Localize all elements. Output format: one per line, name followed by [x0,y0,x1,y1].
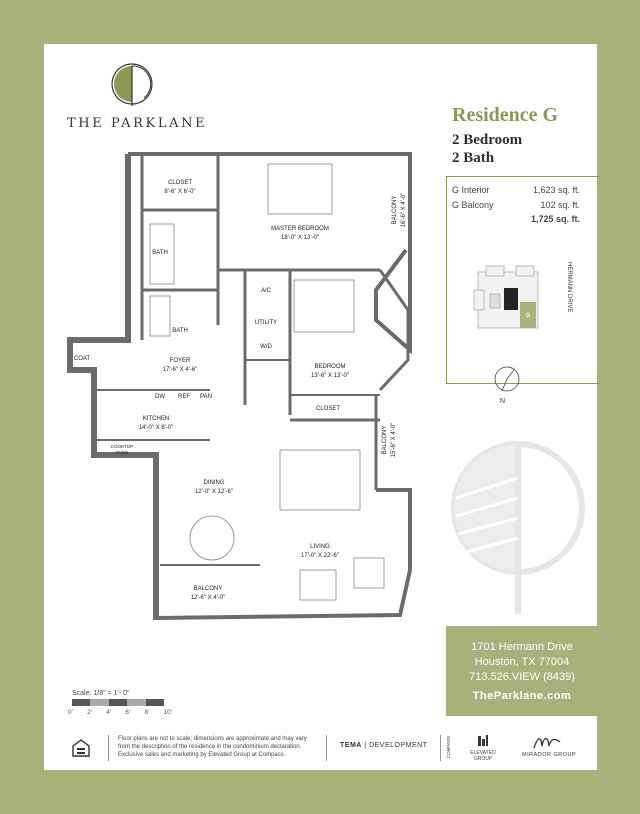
bedroom-dims: 13'-6" X 13'-0" [311,373,349,379]
scale-tick: 10' [163,709,172,716]
footer-divider [326,735,327,761]
scale-tick: 2' [87,709,92,716]
coat-label: COAT [74,356,91,362]
wd-label: W/D [260,344,272,350]
spec-total: 1,725 sq. ft. [452,214,580,224]
scale-tick: 4' [106,709,112,716]
spec-row-balcony: G Balcony 102 sq. ft. [452,200,580,210]
footer-divider [108,735,109,761]
scale-tick: 8' [144,709,150,716]
balcony-mid-dims: 15'-6" X 4'-0" [391,423,397,458]
disclaimer-text: Floor plans are not to scale; dimensions… [118,736,307,750]
north-arrow-icon [494,366,520,392]
residence-baths: 2 Bath [452,150,495,166]
spec-total-value: 1,725 sq. ft. [530,214,580,224]
marketing-text: Exclusive sales and marketing by Elevate… [118,752,286,758]
balcony-bottom-label: BALCONY [194,586,223,592]
compass-logo: COMPASS [446,736,451,759]
balcony-mid-label: BALCONY [382,426,388,455]
living-dims: 17'-0" X 22'-6" [301,553,339,559]
master-bedroom-label: MASTER BEDROOM [271,226,329,232]
tema-bold: TEMA [340,742,362,749]
contact-panel: 1701 Hermann Drive Houston, TX 77004 713… [446,626,598,716]
mirador-group-label: MIRADOR GROUP [522,752,577,758]
spec-label: G Balcony [452,200,494,210]
kitchen-label: KITCHEN [143,416,169,422]
tema-logo: TEMA | DEVELOPMENT [340,742,428,749]
spec-row-interior: G Interior 1,623 sq. ft. [452,185,580,195]
ref-label: REF [178,394,190,400]
north-label: N [500,398,506,405]
spec-value: 102 sq. ft. [540,200,580,210]
oven-label: OVEN [116,450,129,455]
key-plan-unit: G [526,313,531,319]
address-line2: Houston, TX 77004 [474,656,570,668]
residence-title: Residence G [452,104,559,126]
residence-bedrooms: 2 Bedroom [452,132,523,148]
fair-housing-icon [72,739,90,757]
balcony-top-label: BALCONY [392,196,398,225]
bath-lower-label: BATH [172,328,188,334]
balcony-top-dims: 16'-6" X 4'-0" [401,193,407,228]
footer-disclaimer: Floor plans are not to scale; dimensions… [118,735,318,759]
foyer-label: FOYER [170,358,191,364]
phone-number: 713.526.VIEW (8439) [469,671,575,683]
living-label: LIVING [310,544,330,550]
closet-top-dims: 8'-6" X 6'-0" [164,189,195,195]
scale-tick: 6' [125,709,131,716]
mirador-logo-icon [533,737,561,749]
website-link[interactable]: TheParklane.com [472,690,572,702]
key-plan: G [473,265,539,329]
elevated-group-label: ELEVATED GROUP [470,750,496,762]
scale-tick: 0' [68,709,73,716]
closet-mid-label: CLOSET [316,406,340,412]
elevated-group-icon [478,735,488,746]
spec-panel [446,176,599,384]
tema-rest: DEVELOPMENT [369,742,428,749]
scale-bar [72,699,165,706]
foyer-dims: 17'-6" X 4'-6" [163,367,198,373]
cooktop-label: COOKTOP [111,444,133,449]
footer-divider [440,735,441,761]
dining-dims: 12'-0" X 12'-6" [195,489,233,495]
balcony-bottom-dims: 12'-6" X 4'-0" [191,595,226,601]
floor-plan: CLOSET 8'-6" X 6'-0" BATH BATH MASTER BE… [67,152,412,620]
spec-label: G Interior [452,185,490,195]
ac-label: A/C [261,288,272,294]
brand-name: THE PARKLANE [67,116,208,131]
address-line1: 1701 Hermann Drive [471,641,573,653]
bedroom-label: BEDROOM [314,364,345,370]
parklane-logo-icon [111,63,153,106]
scale-ticks: 0' 2' 4' 6' 8' 10' [68,709,172,716]
pan-label: PAN [200,394,212,400]
scale-label: Scale: 1/8" = 1'- 0" [72,690,130,697]
kitchen-dims: 14'-0" X 8'-0" [139,425,174,431]
closet-top-label: CLOSET [168,180,192,186]
utility-label: UTILITY [255,320,277,326]
spec-value: 1,623 sq. ft. [532,185,580,195]
watermark-leaf-icon [451,441,585,614]
bath-upper-label: BATH [152,250,168,256]
key-plan-street: HERMANN DRIVE [566,262,572,313]
dining-label: DINING [204,480,225,486]
master-bedroom-dims: 18'-0" X 13'-0" [281,235,319,241]
dw-label: DW [155,394,165,400]
